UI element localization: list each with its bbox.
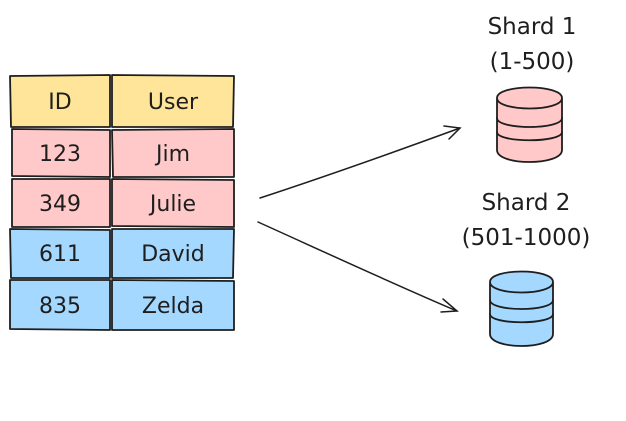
- user-table: ID User 123 Jim 349 Julie 611: [9, 74, 235, 331]
- row-cell-user-border: [111, 178, 235, 228]
- row-cell-id-bg: [12, 179, 110, 227]
- row-cell-user-border: [111, 128, 235, 178]
- header-cell-user-bg: [112, 75, 234, 127]
- database-icon: [489, 270, 554, 347]
- table-row: 123 Jim: [11, 128, 235, 178]
- header-user-label: User: [148, 90, 199, 115]
- row-user: Zelda: [142, 294, 204, 319]
- database-ring: [496, 117, 563, 128]
- row-cell-id-bg: [10, 280, 110, 330]
- row-id: 835: [39, 294, 81, 319]
- row-cell-id-bg: [10, 229, 110, 278]
- row-id: 123: [39, 142, 81, 167]
- database-body: [497, 98, 562, 162]
- database-outline: [496, 86, 563, 163]
- database-outline: [489, 270, 554, 347]
- row-cell-user-bg: [112, 179, 234, 227]
- row-id: 349: [39, 192, 81, 217]
- database-ring: [489, 299, 554, 310]
- arrow-head: [443, 125, 462, 140]
- header-cell-id-bg: [10, 75, 110, 127]
- shard-1-name: Shard 1: [488, 14, 577, 40]
- arrow-line: [257, 221, 458, 312]
- database-body: [490, 282, 553, 346]
- shard-2: Shard 2 (501-1000): [462, 190, 591, 347]
- header-cell-user-border: [111, 74, 235, 128]
- shard-2-range: (501-1000): [462, 225, 591, 251]
- row-cell-user-bg: [112, 280, 234, 330]
- shard-2-name: Shard 2: [482, 190, 571, 216]
- table-row: 611 David: [9, 228, 235, 279]
- arrow-to-shard-2: [257, 221, 459, 313]
- arrow-line: [259, 127, 461, 199]
- database-icon: [496, 86, 563, 163]
- row-cell-user-border: [111, 279, 235, 331]
- row-user: Julie: [148, 192, 196, 217]
- row-user: David: [141, 242, 205, 267]
- row-cell-id-border: [9, 279, 111, 331]
- table-header-row: ID User: [9, 74, 235, 128]
- row-cell-user-bg: [112, 129, 234, 177]
- row-id: 611: [39, 242, 81, 267]
- shard-1-range: (1-500): [490, 49, 575, 75]
- header-cell-id-border: [9, 74, 111, 128]
- table-row: 349 Julie: [11, 178, 235, 228]
- table-row: 835 Zelda: [9, 279, 235, 331]
- row-cell-id-border: [9, 228, 111, 279]
- arrow-head: [440, 298, 459, 313]
- row-cell-id-border: [11, 128, 111, 178]
- row-cell-user-border: [111, 228, 235, 279]
- row-user: Jim: [154, 142, 190, 167]
- row-cell-id-border: [11, 178, 111, 228]
- arrow-to-shard-1: [259, 125, 462, 199]
- database-top: [490, 271, 553, 293]
- header-id-label: ID: [48, 90, 71, 115]
- row-cell-user-bg: [112, 229, 234, 278]
- database-ring: [496, 131, 563, 142]
- shard-1: Shard 1 (1-500): [488, 14, 577, 163]
- database-top: [497, 87, 562, 109]
- database-ring: [489, 313, 554, 324]
- row-cell-id-bg: [12, 129, 110, 177]
